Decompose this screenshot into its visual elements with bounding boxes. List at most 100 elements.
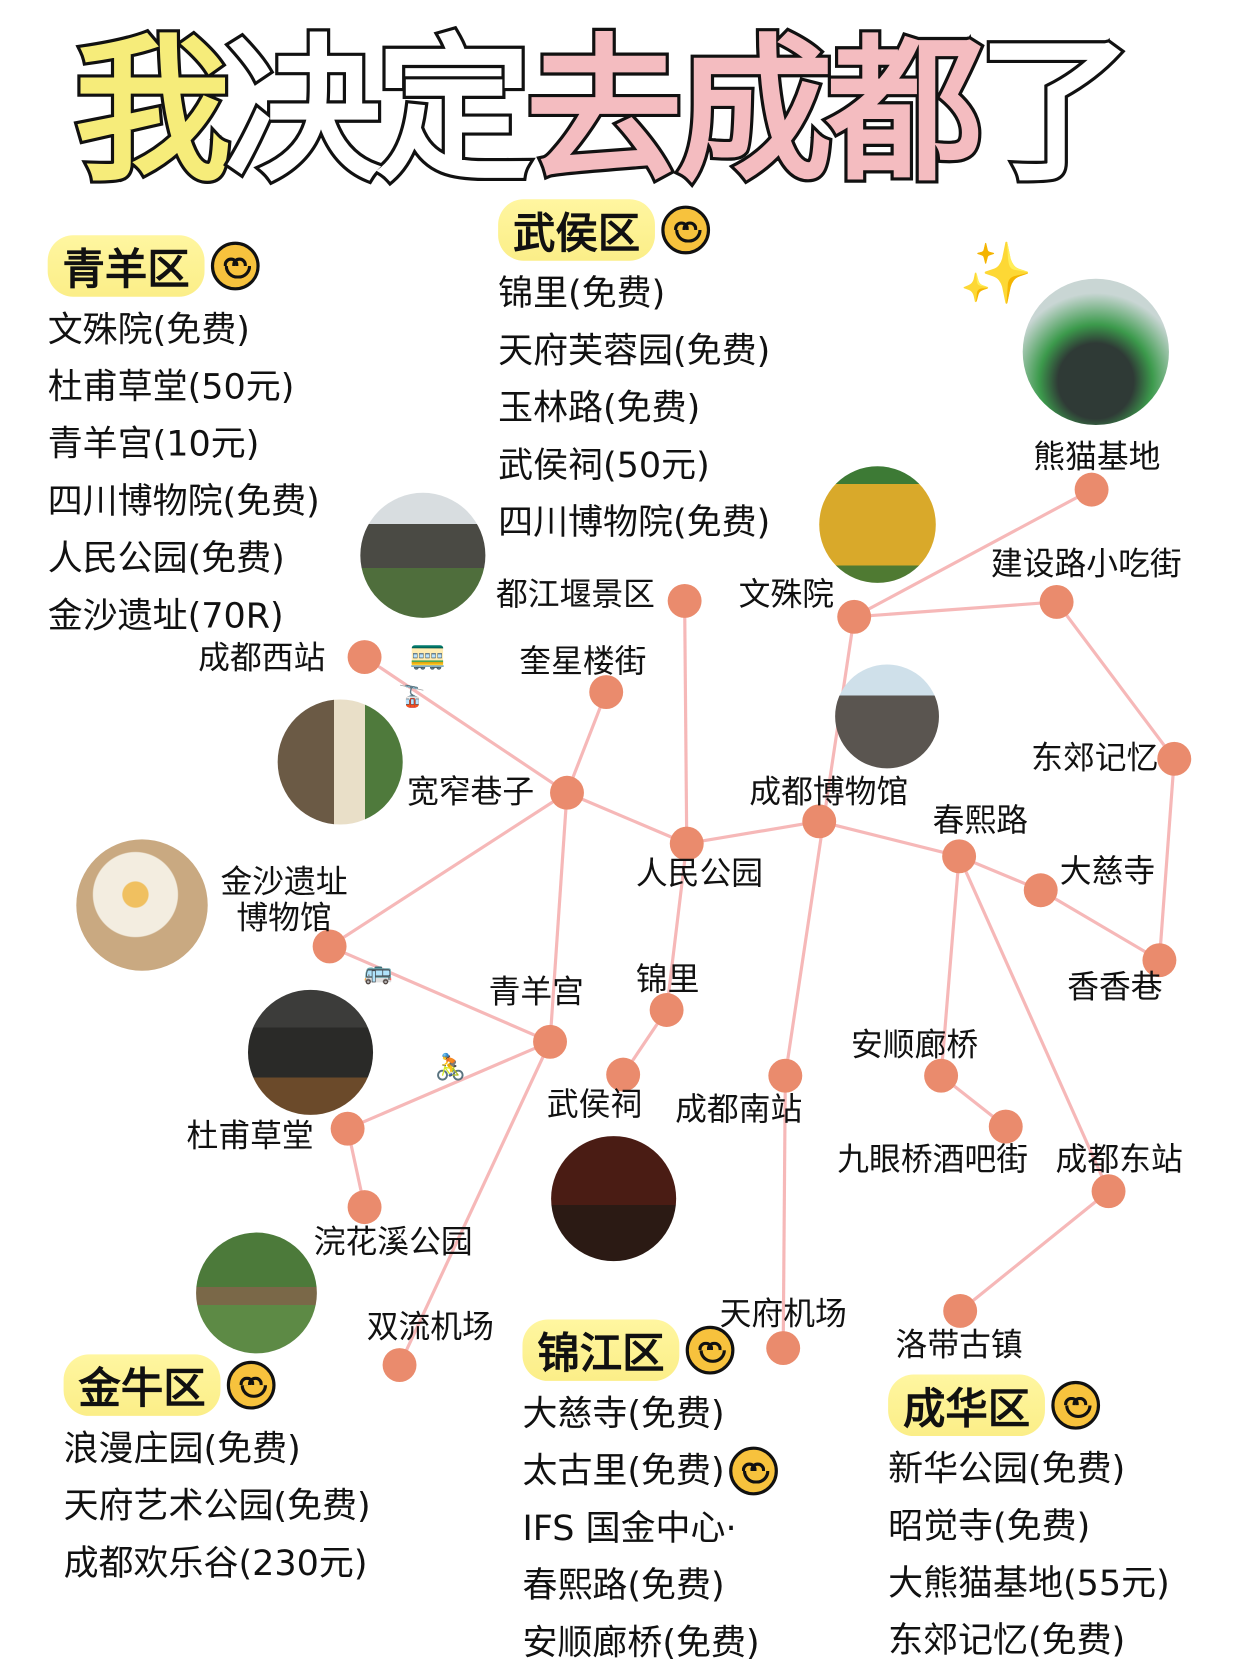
attraction-text: 四川博物院(免费) xyxy=(47,480,320,522)
attraction-item: 杜甫草堂(50元) xyxy=(48,358,320,415)
route-line xyxy=(959,1189,1110,1313)
attraction-item: 锦里(免费) xyxy=(498,265,770,322)
map-node-label: 奎星楼街 xyxy=(519,643,647,681)
map-node-dot[interactable] xyxy=(649,993,684,1027)
map-node-dot[interactable] xyxy=(1157,741,1192,776)
route-line xyxy=(818,819,960,858)
district-header: 锦江区 xyxy=(522,1319,777,1381)
district-name: 武侯区 xyxy=(498,199,655,261)
attraction-text: IFS 国金中心· xyxy=(522,1507,737,1549)
attraction-text: 太古里(免费) xyxy=(522,1449,725,1492)
route-line xyxy=(363,655,568,795)
map-node-label: 成都西站 xyxy=(198,640,326,678)
title-part: 了 xyxy=(974,18,1137,205)
attraction-item: 新华公园(免费) xyxy=(888,1440,1170,1497)
route-line xyxy=(957,855,1111,1192)
map-node-dot[interactable] xyxy=(347,640,382,675)
district-header: 武侯区 xyxy=(498,199,770,261)
route-line xyxy=(398,1041,552,1366)
map-node-dot[interactable] xyxy=(1091,1174,1126,1209)
map-node-dot[interactable] xyxy=(589,675,624,710)
attraction-item: IFS 国金中心· xyxy=(522,1500,777,1557)
map-node-label: 文殊院 xyxy=(738,576,835,614)
route-line xyxy=(328,791,568,948)
bus-icon: 🚌 xyxy=(363,959,393,986)
route-line xyxy=(566,791,688,846)
attraction-text: 新华公园(免费) xyxy=(888,1447,1126,1490)
map-node-dot[interactable] xyxy=(1023,873,1058,908)
title-part: 我 xyxy=(71,18,234,205)
attraction-text: 昭觉寺(免费) xyxy=(888,1504,1091,1547)
attraction-item: 玉林路(免费) xyxy=(498,379,770,436)
map-node-dot[interactable] xyxy=(382,1348,417,1382)
sparkle-icon: ✨ xyxy=(959,239,1034,309)
district-qingyang: 青羊区文殊院(免费)杜甫草堂(50元)青羊宫(10元)四川博物院(免费)人民公园… xyxy=(47,235,320,644)
attraction-item: 四川博物院(免费) xyxy=(498,494,770,551)
map-node-dot[interactable] xyxy=(1039,585,1074,619)
attraction-text: 成都欢乐谷(230元) xyxy=(63,1542,368,1584)
poster-title: 我 决定 去成都 了 xyxy=(71,18,1137,205)
bicycle-icon: 🚴 xyxy=(434,1052,467,1083)
map-node-dot[interactable] xyxy=(533,1024,567,1059)
map-node-dot[interactable] xyxy=(802,804,837,839)
map-node-dot[interactable] xyxy=(667,583,702,618)
title-part: 决定 xyxy=(221,18,535,205)
map-node-label: 宽窄巷子 xyxy=(406,773,535,811)
map-node-dot[interactable] xyxy=(669,826,704,861)
attraction-item: 东郊记忆(免费) xyxy=(888,1612,1170,1669)
map-node-dot[interactable] xyxy=(312,929,347,964)
attraction-text: 人民公园(免费) xyxy=(47,537,285,579)
route-line xyxy=(548,792,569,1042)
map-node-label: 天府机场 xyxy=(719,1296,847,1334)
district-name: 青羊区 xyxy=(47,235,205,297)
photo-wenshu xyxy=(819,466,936,583)
route-line xyxy=(939,856,961,1076)
attraction-item: 昭觉寺(免费) xyxy=(888,1497,1170,1554)
district-jinjiang: 锦江区大慈寺(免费) 太古里(免费) IFS 国金中心· 春熙路(免费) 安顺廊桥(免费… xyxy=(522,1319,778,1671)
map-node-dot[interactable] xyxy=(768,1058,803,1093)
attraction-text: 大熊猫基地(55元) xyxy=(888,1562,1170,1604)
route-line xyxy=(565,691,608,794)
attraction-text: 四川博物院(免费) xyxy=(498,501,771,543)
map-node-dot[interactable] xyxy=(766,1331,801,1366)
map-node-dot[interactable] xyxy=(330,1111,365,1146)
photo-wuhou xyxy=(551,1136,677,1262)
map-node-dot[interactable] xyxy=(606,1057,641,1092)
map-node-dot[interactable] xyxy=(1142,943,1177,978)
attraction-text: 天府芙蓉园(免费) xyxy=(498,329,771,371)
attraction-item: 浪漫庄园(免费) xyxy=(64,1420,371,1477)
map-node-dot[interactable] xyxy=(943,1294,978,1328)
attraction-item: 大慈寺(免费) xyxy=(522,1385,777,1442)
attraction-text: 大慈寺(免费) xyxy=(522,1392,725,1434)
map-node-dot[interactable] xyxy=(837,599,872,634)
map-node-dot[interactable] xyxy=(988,1109,1023,1144)
map-node-label: 武侯祠 xyxy=(546,1086,643,1124)
attraction-item: 武侯祠(50元) xyxy=(498,437,770,494)
district-jinniu: 金牛区浪漫庄园(免费)天府艺术公园(免费)成都欢乐谷(230元) xyxy=(63,1354,371,1591)
attraction-text: 东郊记忆(免费) xyxy=(888,1619,1126,1661)
attraction-text: 武侯祠(50元) xyxy=(498,444,710,486)
district-chenghua: 成华区新华公园(免费) 昭觉寺(免费) 大熊猫基地(55元) 东郊记忆(免费) xyxy=(888,1374,1170,1670)
map-node-label: 熊猫基地 xyxy=(1033,438,1161,476)
attraction-item: 春熙路(免费) xyxy=(522,1557,777,1614)
photo-huanhuaxi xyxy=(196,1232,317,1354)
photo-dufu xyxy=(247,989,374,1115)
map-node-dot[interactable] xyxy=(924,1058,959,1093)
route-line xyxy=(665,843,689,1011)
map-node-dot[interactable] xyxy=(1074,472,1109,507)
district-header: 成华区 xyxy=(888,1374,1170,1437)
map-node-dot[interactable] xyxy=(942,839,977,874)
map-node-label: 都江堰景区 xyxy=(495,576,655,614)
attraction-text: 浪漫庄园(免费) xyxy=(63,1427,301,1469)
map-node-dot[interactable] xyxy=(550,775,584,810)
map-node-dot[interactable] xyxy=(347,1190,382,1225)
attraction-text: 安顺廊桥(免费) xyxy=(522,1621,760,1663)
map-node-label: 洛带古镇 xyxy=(895,1326,1023,1364)
attraction-text: 文殊院(免费) xyxy=(47,308,250,350)
attraction-item: 安顺廊桥(免费) xyxy=(522,1614,777,1671)
district-name: 锦江区 xyxy=(522,1319,680,1381)
map-node-label: 锦里 xyxy=(635,961,700,999)
attraction-item: 四川博物院(免费) xyxy=(48,473,320,530)
